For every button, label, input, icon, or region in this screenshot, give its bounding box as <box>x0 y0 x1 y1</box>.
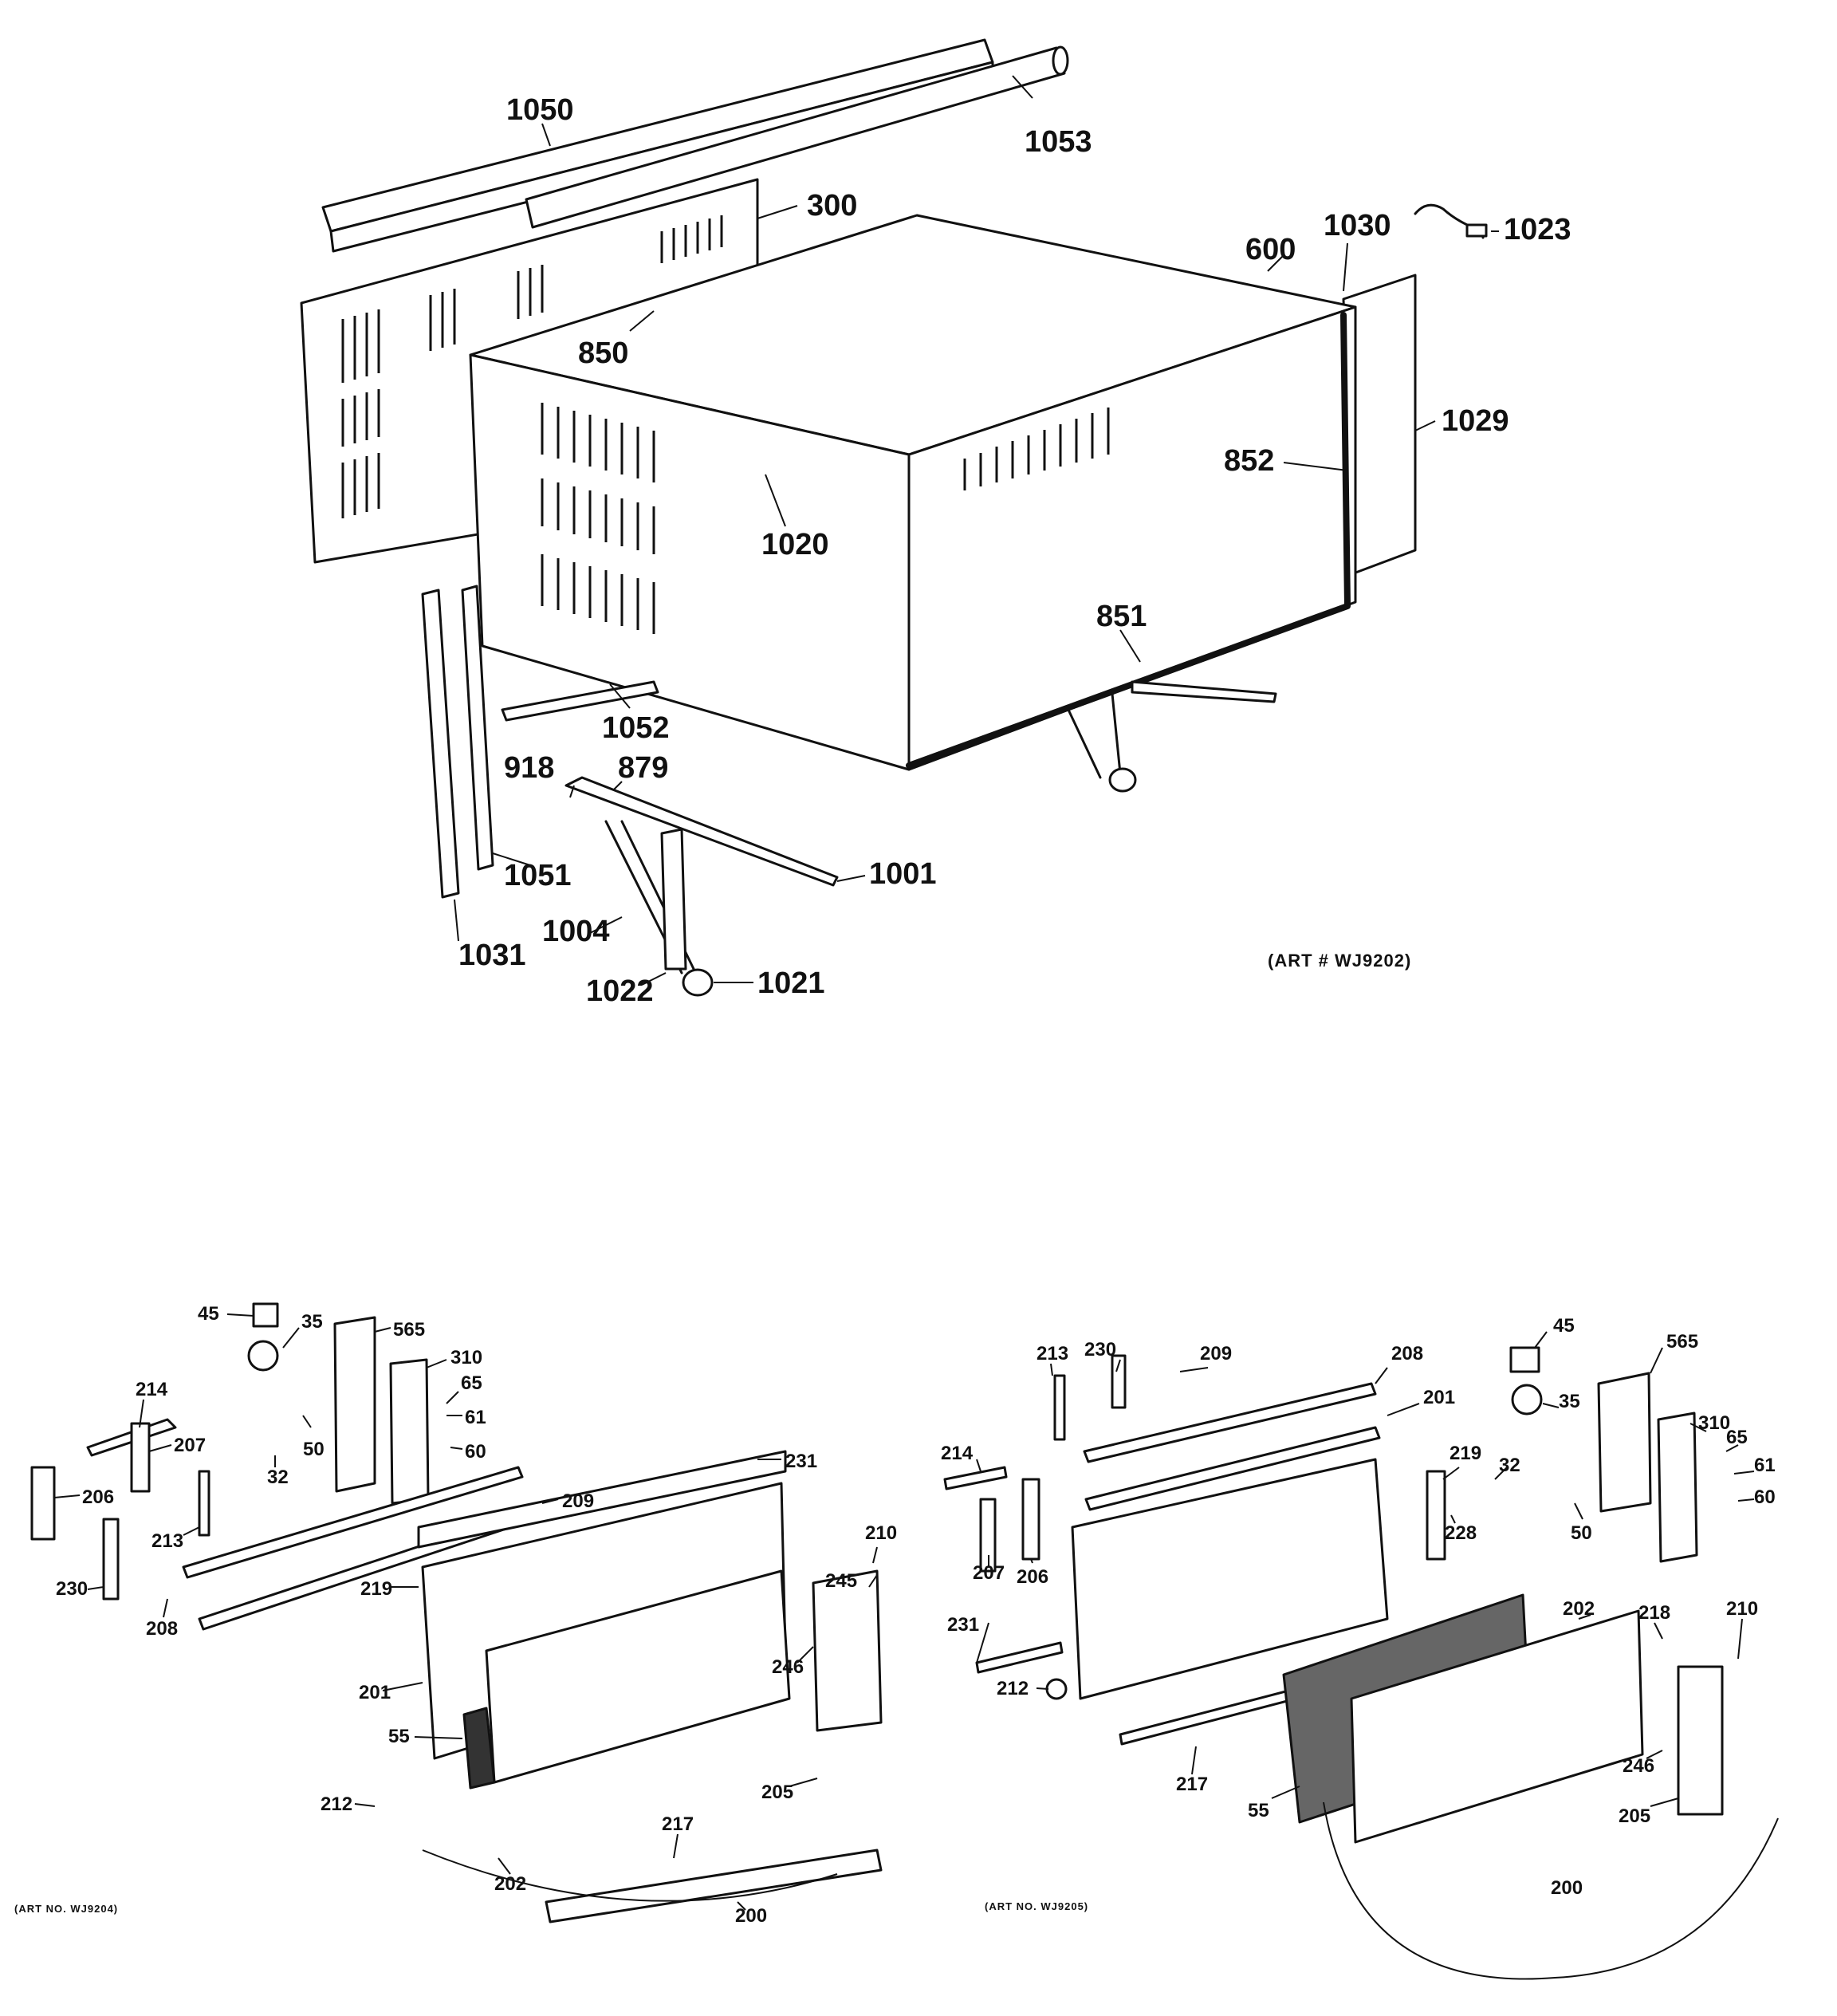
bl-label-245: 245 <box>825 1570 857 1592</box>
br-label-45: 45 <box>1553 1315 1575 1337</box>
bl-label-219: 219 <box>360 1578 392 1600</box>
label-1051: 1051 <box>504 859 572 892</box>
top-assembly: 1050 1053 300 600 1030 1023 850 1029 852… <box>300 38 1571 1008</box>
br-label-246: 246 <box>1623 1755 1654 1777</box>
bl-label-60: 60 <box>465 1441 486 1463</box>
bl-parts <box>30 1302 883 1923</box>
br-label-213: 213 <box>1037 1343 1068 1364</box>
bl-label-230: 230 <box>56 1578 88 1600</box>
bl-label-208: 208 <box>146 1618 178 1640</box>
br-label-50: 50 <box>1571 1522 1592 1544</box>
bracket-1001 <box>564 776 839 997</box>
bl-label-202: 202 <box>494 1873 526 1895</box>
br-label-209: 209 <box>1200 1343 1232 1364</box>
bl-label-210: 210 <box>865 1522 897 1544</box>
art-number-wj9204: (ART NO. WJ9204) <box>14 1903 118 1915</box>
label-851: 851 <box>1096 600 1147 633</box>
bl-label-212: 212 <box>321 1794 352 1815</box>
br-label-228: 228 <box>1445 1522 1477 1544</box>
bl-label-45: 45 <box>198 1303 219 1325</box>
br-label-218: 218 <box>1638 1602 1670 1624</box>
bl-label-50: 50 <box>303 1439 325 1460</box>
bl-label-206: 206 <box>82 1486 114 1508</box>
side-rails-1051-1031 <box>421 585 494 899</box>
strip-1052 <box>501 680 659 722</box>
br-leaders <box>976 1331 1755 1807</box>
label-1030: 1030 <box>1324 209 1391 242</box>
bl-label-565: 565 <box>393 1319 425 1341</box>
br-label-210: 210 <box>1726 1598 1758 1620</box>
bl-label-231: 231 <box>785 1451 817 1472</box>
foot-1021 <box>682 968 714 997</box>
label-600: 600 <box>1245 233 1296 266</box>
bl-label-209: 209 <box>562 1490 594 1512</box>
label-1021: 1021 <box>757 967 825 1000</box>
bl-label-61: 61 <box>465 1407 486 1428</box>
bl-label-55: 55 <box>388 1726 410 1747</box>
bl-leaders <box>53 1313 878 1911</box>
label-918: 918 <box>504 751 554 785</box>
bottom-right-assembly: 45 213 230 209 208 565 35 201 310 214 65… <box>941 1315 1779 1980</box>
bl-label-201: 201 <box>359 1682 391 1703</box>
bl-label-32: 32 <box>267 1467 289 1488</box>
label-1004: 1004 <box>542 915 610 948</box>
bl-label-65: 65 <box>461 1372 482 1394</box>
label-852: 852 <box>1224 444 1274 478</box>
tube-1053 <box>525 45 1069 229</box>
bl-labels: 45 35 565 214 310 65 207 61 50 60 32 206… <box>14 1303 897 1927</box>
bottom-left-assembly: 45 35 565 214 310 65 207 61 50 60 32 206… <box>14 1302 897 1927</box>
bl-label-205: 205 <box>761 1782 793 1803</box>
br-label-61: 61 <box>1754 1455 1776 1476</box>
label-1053: 1053 <box>1025 125 1092 159</box>
br-label-230: 230 <box>1084 1339 1116 1360</box>
art-number-wj9202: (ART # WJ9202) <box>1268 951 1411 971</box>
br-label-217: 217 <box>1176 1774 1208 1795</box>
br-label-310: 310 <box>1698 1412 1730 1434</box>
br-label-32: 32 <box>1499 1455 1520 1476</box>
br-label-65: 65 <box>1726 1427 1748 1448</box>
bl-label-35: 35 <box>301 1311 323 1333</box>
label-850: 850 <box>578 337 628 370</box>
br-label-208: 208 <box>1391 1343 1423 1364</box>
bl-label-214: 214 <box>136 1379 168 1400</box>
bl-label-310: 310 <box>450 1347 482 1368</box>
br-label-206: 206 <box>1017 1566 1048 1588</box>
bl-label-217: 217 <box>662 1813 694 1835</box>
br-label-207: 207 <box>973 1562 1005 1584</box>
br-label-565: 565 <box>1666 1331 1698 1353</box>
br-label-35: 35 <box>1559 1391 1580 1412</box>
label-1020: 1020 <box>761 528 829 561</box>
label-1029: 1029 <box>1442 404 1509 438</box>
bl-label-207: 207 <box>174 1435 206 1456</box>
br-label-212: 212 <box>997 1678 1029 1699</box>
label-879: 879 <box>618 751 668 785</box>
label-1022: 1022 <box>586 975 654 1008</box>
bl-label-200: 200 <box>735 1905 767 1927</box>
br-label-200: 200 <box>1551 1877 1583 1899</box>
cabinet-600 <box>469 214 1357 771</box>
label-1031: 1031 <box>458 939 526 972</box>
label-1050: 1050 <box>506 93 574 127</box>
br-label-201: 201 <box>1423 1387 1455 1408</box>
br-parts <box>943 1346 1779 1980</box>
label-1023: 1023 <box>1504 213 1571 246</box>
br-label-231: 231 <box>947 1614 979 1636</box>
br-label-60: 60 <box>1754 1486 1776 1508</box>
br-label-214: 214 <box>941 1443 974 1464</box>
top-rail-1050 <box>321 38 994 253</box>
bl-label-213: 213 <box>151 1530 183 1552</box>
label-1052: 1052 <box>602 711 670 745</box>
top-leaders <box>454 75 1499 986</box>
br-label-202: 202 <box>1563 1598 1595 1620</box>
art-number-wj9205: (ART NO. WJ9205) <box>985 1900 1088 1912</box>
label-300: 300 <box>807 189 857 222</box>
br-label-205: 205 <box>1619 1805 1650 1827</box>
br-label-219: 219 <box>1450 1443 1481 1464</box>
br-label-55: 55 <box>1248 1800 1269 1821</box>
label-1001: 1001 <box>869 857 937 891</box>
bracket-851-leg <box>1067 680 1277 793</box>
bl-label-246: 246 <box>772 1656 804 1678</box>
br-labels: 45 213 230 209 208 565 35 201 310 214 65… <box>941 1315 1776 1912</box>
